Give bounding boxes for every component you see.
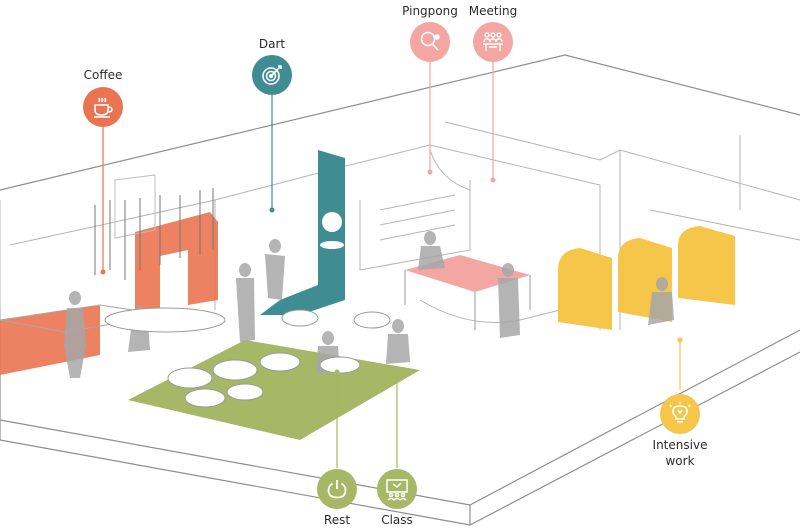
power-icon bbox=[327, 480, 347, 499]
pendant-lights bbox=[94, 188, 214, 280]
pingpong-label: Pingpong bbox=[402, 4, 458, 18]
coffee-badge bbox=[83, 87, 123, 127]
pingpong-badge bbox=[410, 22, 450, 62]
intensive-work-booths bbox=[558, 226, 735, 330]
dart-wall bbox=[260, 150, 345, 315]
lounge-furniture bbox=[104, 307, 391, 408]
intensive-work-label-line1: Intensive bbox=[652, 438, 708, 452]
meeting-people-icon bbox=[483, 32, 503, 51]
presentation-icon bbox=[386, 479, 408, 501]
coffee-cup-icon bbox=[94, 97, 113, 118]
dart-badge bbox=[252, 55, 292, 95]
meeting-badge bbox=[473, 22, 513, 62]
intensive-work-label-line2: work bbox=[665, 454, 695, 468]
rest-badge bbox=[317, 469, 357, 509]
intensive-work-label: Intensive work bbox=[653, 437, 708, 469]
class-badge bbox=[377, 469, 417, 509]
back-walls bbox=[0, 121, 800, 330]
intensive-work-badge bbox=[660, 394, 700, 434]
dart-label: Dart bbox=[258, 37, 286, 51]
leader-dots bbox=[100, 169, 683, 375]
lightbulb-icon bbox=[669, 402, 691, 423]
rest-label: Rest bbox=[323, 513, 351, 527]
pingpong-paddle-icon bbox=[420, 31, 440, 51]
leader-lines bbox=[102, 62, 681, 468]
floor-slab bbox=[0, 54, 800, 526]
coffee-label: Coffee bbox=[83, 68, 123, 82]
class-label: Class bbox=[381, 513, 413, 527]
dartboard-icon bbox=[262, 65, 282, 85]
coffee-counter bbox=[0, 174, 218, 375]
meeting-label: Meeting bbox=[468, 4, 518, 18]
